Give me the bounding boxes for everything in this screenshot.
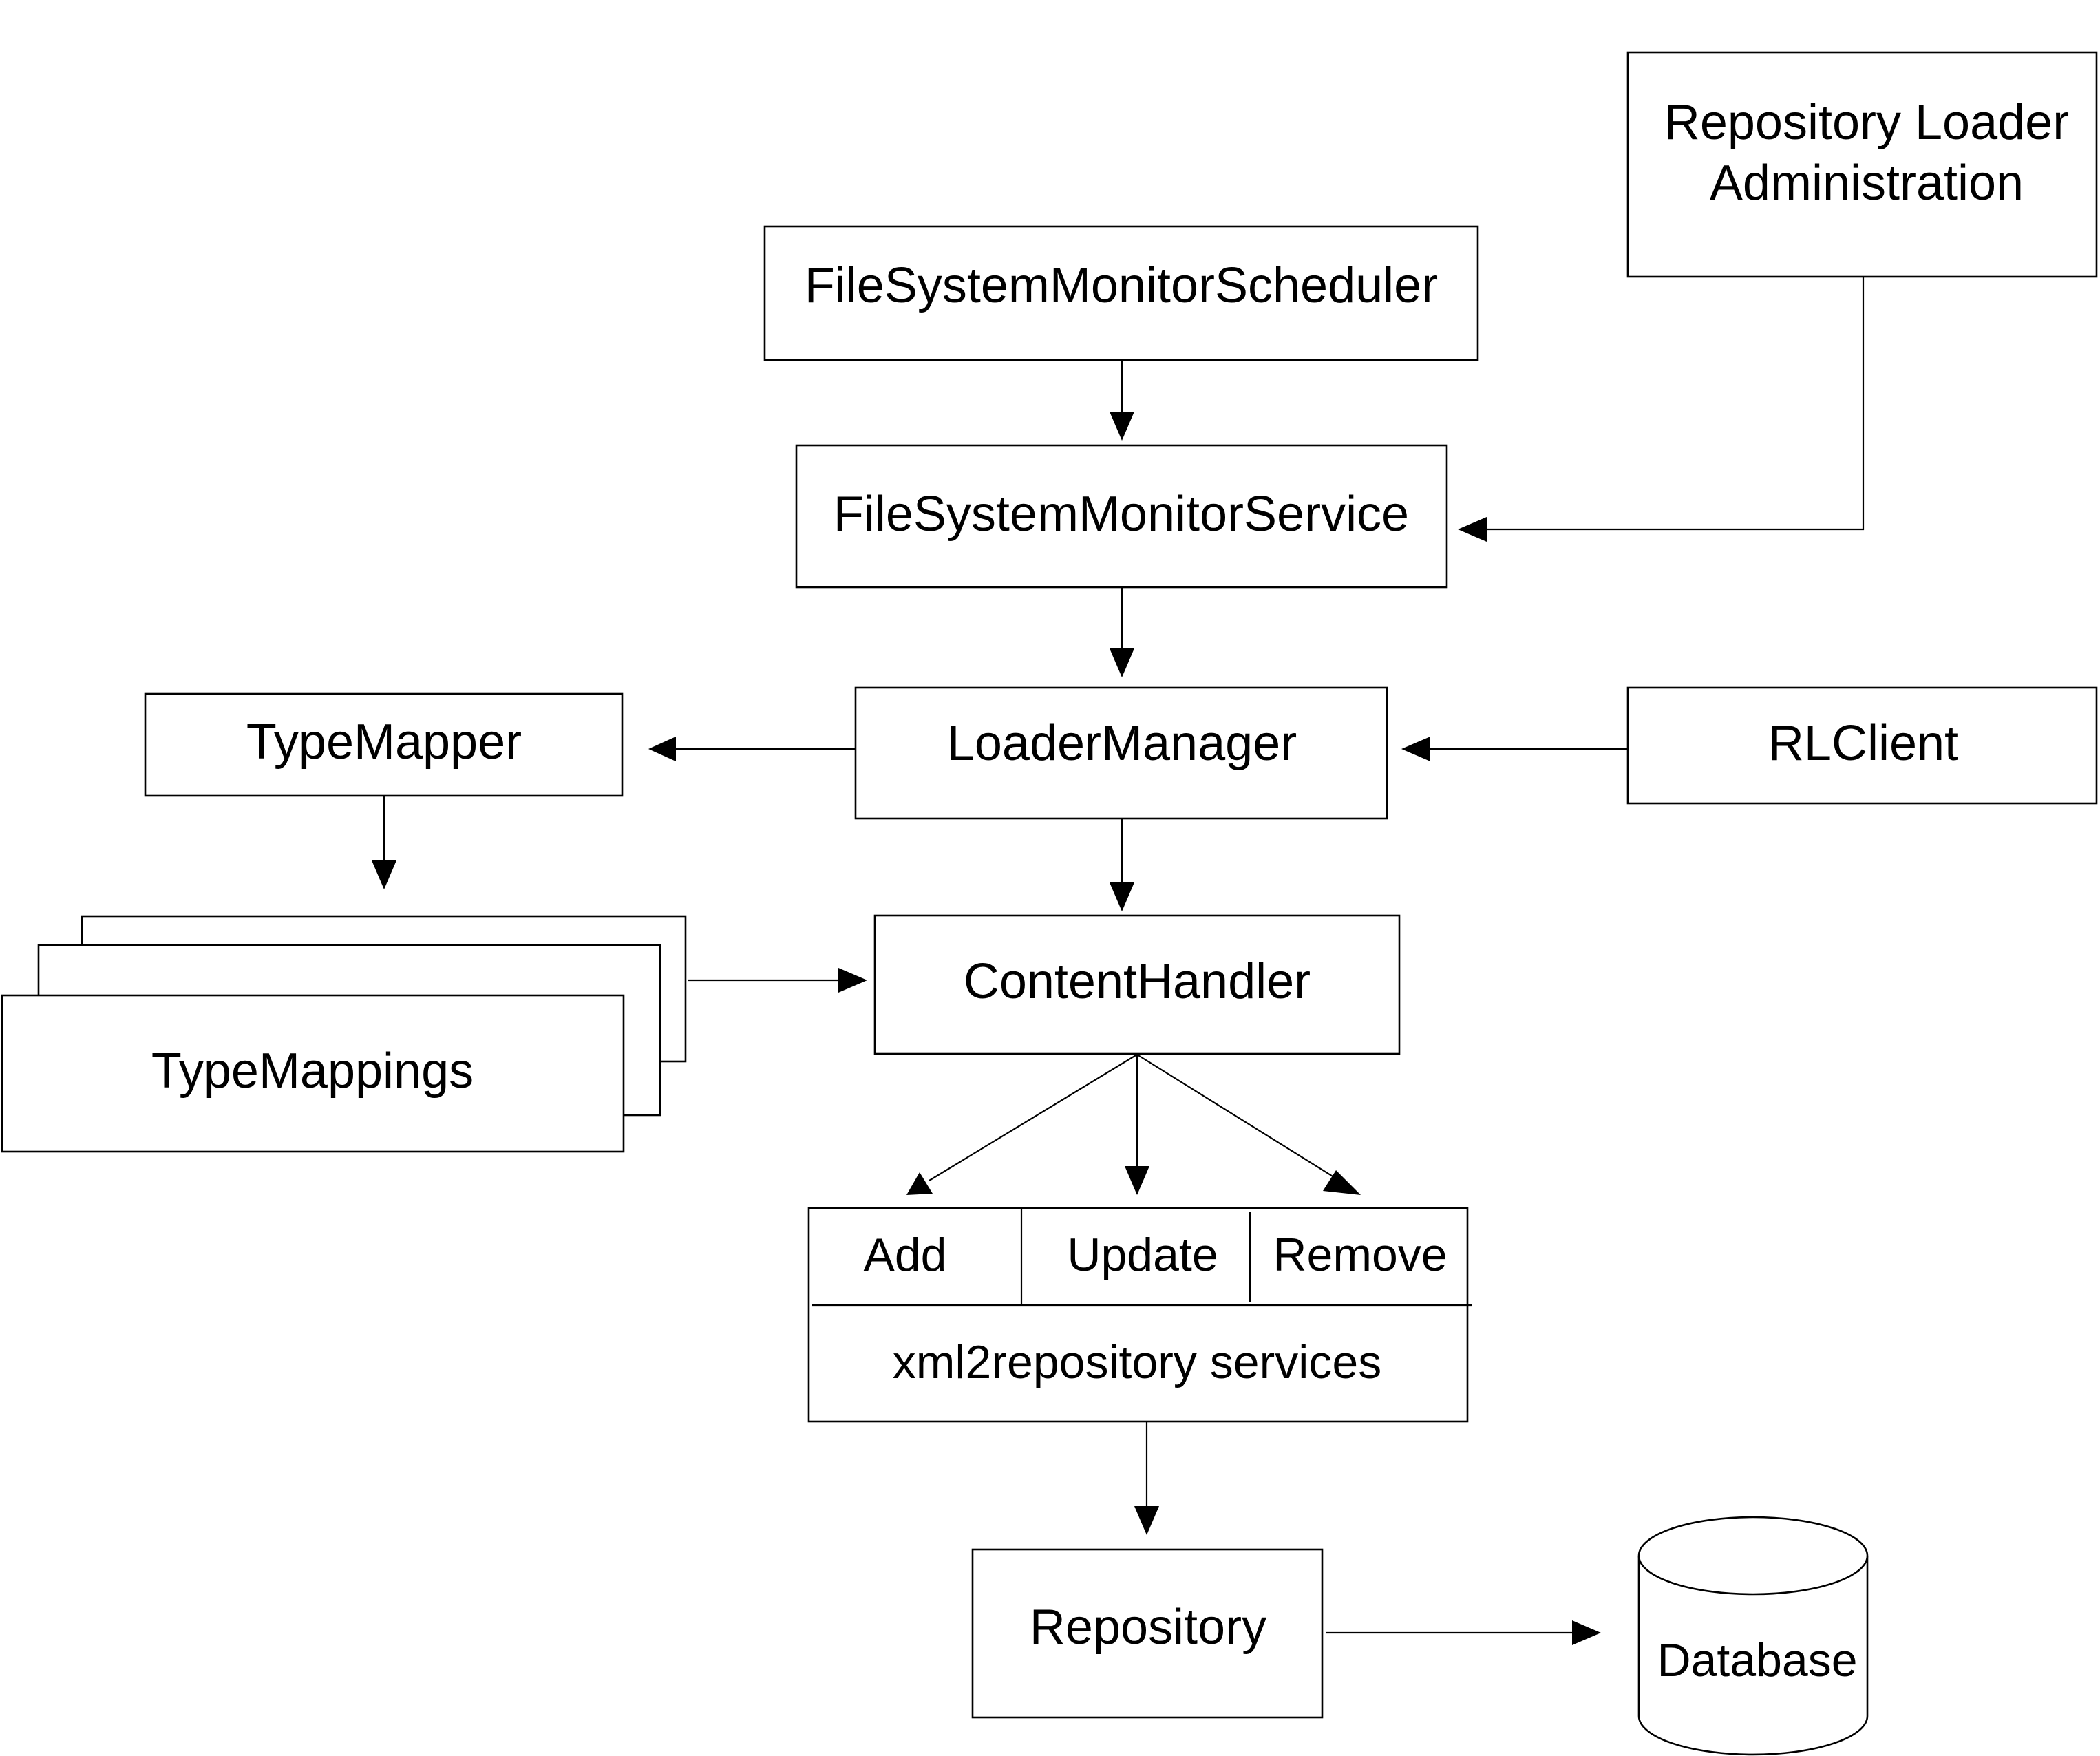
node-label: FileSystemMonitorScheduler xyxy=(805,258,1438,313)
node-label: xml2repository services xyxy=(893,1336,1381,1388)
edge-xml2repository-to-repository xyxy=(1134,1421,1159,1535)
node-rl-client: RLClient xyxy=(1626,686,2098,805)
node-label-line-1: Repository Loader xyxy=(1664,95,2069,150)
edge-loadermanager-to-typemapper xyxy=(648,737,856,761)
edge-contenthandler-to-remove xyxy=(1136,1054,1361,1195)
edge-admin-to-service xyxy=(1458,277,1865,542)
node-database: Database xyxy=(1637,1516,1869,1756)
edge-contenthandler-to-update xyxy=(1125,1055,1149,1195)
node-label-line-2: Administration xyxy=(1710,156,2024,211)
node-type-mappings: TypeMappings xyxy=(1,915,687,1153)
node-label: Repository xyxy=(1030,1600,1266,1655)
edge-contenthandler-to-add xyxy=(906,1054,1138,1195)
node-label: Database xyxy=(1657,1634,1857,1686)
node-content-handler: ContentHandler xyxy=(873,914,1401,1055)
edge-service-to-loadermanager xyxy=(1110,587,1134,677)
node-label: TypeMapper xyxy=(246,715,522,770)
node-repository-loader-administration: Repository Loader Administration xyxy=(1626,51,2098,278)
node-type-mapper: TypeMapper xyxy=(144,692,624,797)
node-file-system-monitor-scheduler: FileSystemMonitorScheduler xyxy=(763,225,1479,361)
node-loader-manager: LoaderManager xyxy=(854,686,1388,820)
node-xml2repository-services: Add Update Remove xml2repository service… xyxy=(807,1207,1472,1423)
stack-layer-front xyxy=(1,994,625,1153)
edge-scheduler-to-service xyxy=(1110,360,1134,441)
node-label: TypeMappings xyxy=(151,1044,474,1099)
node-file-system-monitor-service: FileSystemMonitorService xyxy=(795,444,1448,589)
database-cylinder-top xyxy=(1637,1516,1869,1596)
edge-rlclient-to-loadermanager xyxy=(1401,737,1628,761)
node-repository: Repository xyxy=(971,1548,1324,1719)
edge-typemapper-to-typemappings xyxy=(372,796,396,889)
node-label: RLClient xyxy=(1768,716,1958,771)
edge-repository-to-database xyxy=(1326,1620,1601,1645)
node-label: LoaderManager xyxy=(947,716,1297,771)
edge-loadermanager-to-contenthandler xyxy=(1110,818,1134,911)
edge-typemappings-to-contenthandler xyxy=(688,968,867,993)
node-label: FileSystemMonitorService xyxy=(834,487,1409,542)
operation-add: Add xyxy=(864,1229,947,1281)
operation-update: Update xyxy=(1067,1229,1218,1281)
edges xyxy=(372,277,1865,1645)
node-label: ContentHandler xyxy=(964,954,1311,1009)
operation-remove: Remove xyxy=(1273,1229,1447,1281)
